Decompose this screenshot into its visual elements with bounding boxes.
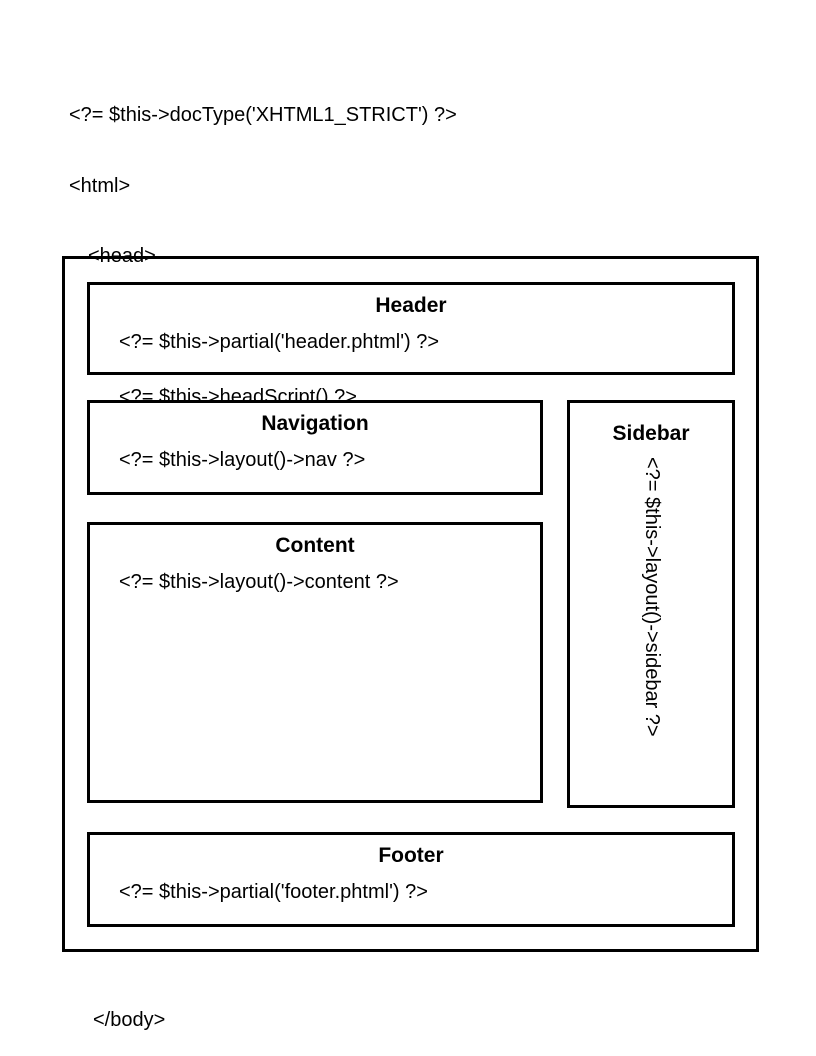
header-title: Header bbox=[375, 294, 447, 317]
content-box: Content <?= $this->layout()->content ?> bbox=[87, 522, 543, 803]
code-block-bottom: </body> </html> bbox=[70, 962, 165, 1056]
footer-code: <?= $this->partial('footer.phtml') ?> bbox=[119, 880, 428, 903]
sidebar-title: Sidebar bbox=[612, 422, 690, 445]
body-box: Header <?= $this->partial('header.phtml'… bbox=[62, 256, 759, 952]
footer-title: Footer bbox=[378, 844, 444, 867]
navigation-code: <?= $this->layout()->nav ?> bbox=[119, 448, 366, 471]
sidebar-code-vertical: <?= $this->layout()->sidebar ?> bbox=[640, 457, 663, 737]
navigation-box: Navigation <?= $this->layout()->nav ?> bbox=[87, 400, 543, 495]
header-code: <?= $this->partial('header.phtml') ?> bbox=[119, 330, 440, 353]
content-title: Content bbox=[275, 534, 355, 557]
header-box: Header <?= $this->partial('header.phtml'… bbox=[87, 282, 735, 375]
code-line: <html> bbox=[69, 174, 131, 197]
sidebar-box: Sidebar <?= $this->layout()->sidebar ?> bbox=[567, 400, 735, 808]
content-code: <?= $this->layout()->content ?> bbox=[119, 570, 399, 593]
navigation-title: Navigation bbox=[261, 412, 369, 435]
footer-box: Footer <?= $this->partial('footer.phtml'… bbox=[87, 832, 735, 927]
code-line: <?= $this->docType('XHTML1_STRICT') ?> bbox=[69, 104, 457, 126]
code-line: </body> bbox=[93, 1009, 166, 1031]
